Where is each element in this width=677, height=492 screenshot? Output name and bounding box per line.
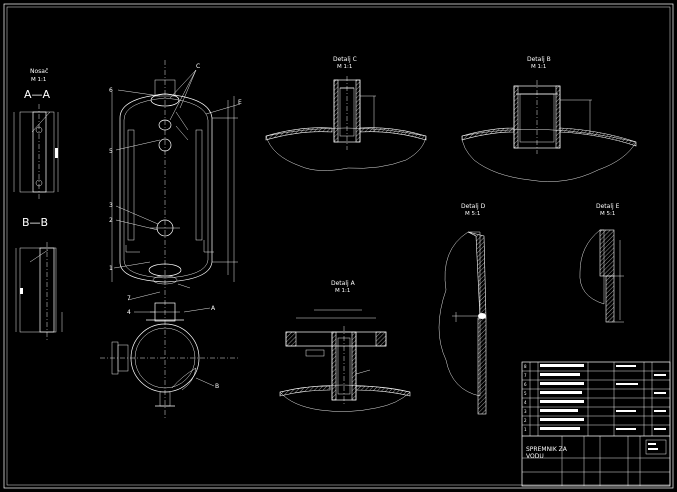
svg-text:3: 3 xyxy=(524,409,527,414)
drawing-frame xyxy=(3,3,674,489)
svg-text:5: 5 xyxy=(524,391,527,396)
detail-a-scale: M 1:1 xyxy=(335,288,350,294)
drawing-title-line2: VODU xyxy=(526,453,544,460)
nosac-scale: M 1:1 xyxy=(31,77,46,83)
svg-text:7: 7 xyxy=(524,373,527,378)
callout-3: 3 xyxy=(109,202,113,209)
main-view-callouts: 6 5 3 2 1 C E xyxy=(109,63,242,272)
callout-b: B xyxy=(215,383,219,390)
callout-1: 1 xyxy=(109,265,113,272)
section-aa-drawing xyxy=(13,104,59,200)
svg-text:2: 2 xyxy=(524,418,527,423)
tank-plan-view: 7 4 A B xyxy=(111,275,219,407)
section-aa-label: A—A xyxy=(24,88,51,101)
callout-5: 5 xyxy=(109,148,113,155)
svg-text:4: 4 xyxy=(524,400,527,405)
section-bb-label: B—B xyxy=(22,216,48,229)
title-block-entries xyxy=(540,364,666,430)
callout-c: C xyxy=(196,63,200,70)
callout-4: 4 xyxy=(127,309,131,316)
detail-d: Detalj D M 5:1 xyxy=(438,203,487,415)
detail-c-title: Detalj C xyxy=(333,56,357,63)
svg-text:8: 8 xyxy=(524,364,527,369)
detail-a: Detalj A M 1:1 xyxy=(279,280,411,412)
detail-e: Detalj E M 5:1 xyxy=(579,203,624,323)
detail-d-scale: M 5:1 xyxy=(465,211,480,217)
callout-a: A xyxy=(211,305,216,312)
callout-6: 6 xyxy=(109,87,113,94)
title-block-item-numbers: 8 7 6 5 4 3 2 1 xyxy=(524,364,527,432)
detail-e-scale: M 5:1 xyxy=(600,211,615,217)
detail-b-scale: M 1:1 xyxy=(531,64,546,70)
detail-a-title: Detalj A xyxy=(331,280,356,287)
detail-c: Detalj C M 1:1 xyxy=(265,56,427,171)
detail-b-title: Detalj B xyxy=(527,56,551,63)
detail-e-title: Detalj E xyxy=(596,203,620,210)
callout-7: 7 xyxy=(127,295,131,302)
svg-text:1: 1 xyxy=(524,427,527,432)
section-bb-drawing xyxy=(15,242,63,340)
drawing-title-line1: SPREMNIK ZA xyxy=(526,446,568,453)
callout-2: 2 xyxy=(109,217,113,224)
nosac-view: Nosač M 1:1 A—A B—B xyxy=(13,68,63,340)
svg-text:6: 6 xyxy=(524,382,527,387)
detail-b: Detalj B M 1:1 xyxy=(461,56,637,182)
detail-d-title: Detalj D xyxy=(461,203,486,210)
tank-main-view xyxy=(100,60,241,420)
detail-c-scale: M 1:1 xyxy=(337,64,352,70)
callout-e: E xyxy=(238,99,242,106)
nosac-title: Nosač xyxy=(30,68,48,75)
title-block: 8 7 6 5 4 3 2 1 SPREMNIK ZA VODU xyxy=(521,361,671,487)
